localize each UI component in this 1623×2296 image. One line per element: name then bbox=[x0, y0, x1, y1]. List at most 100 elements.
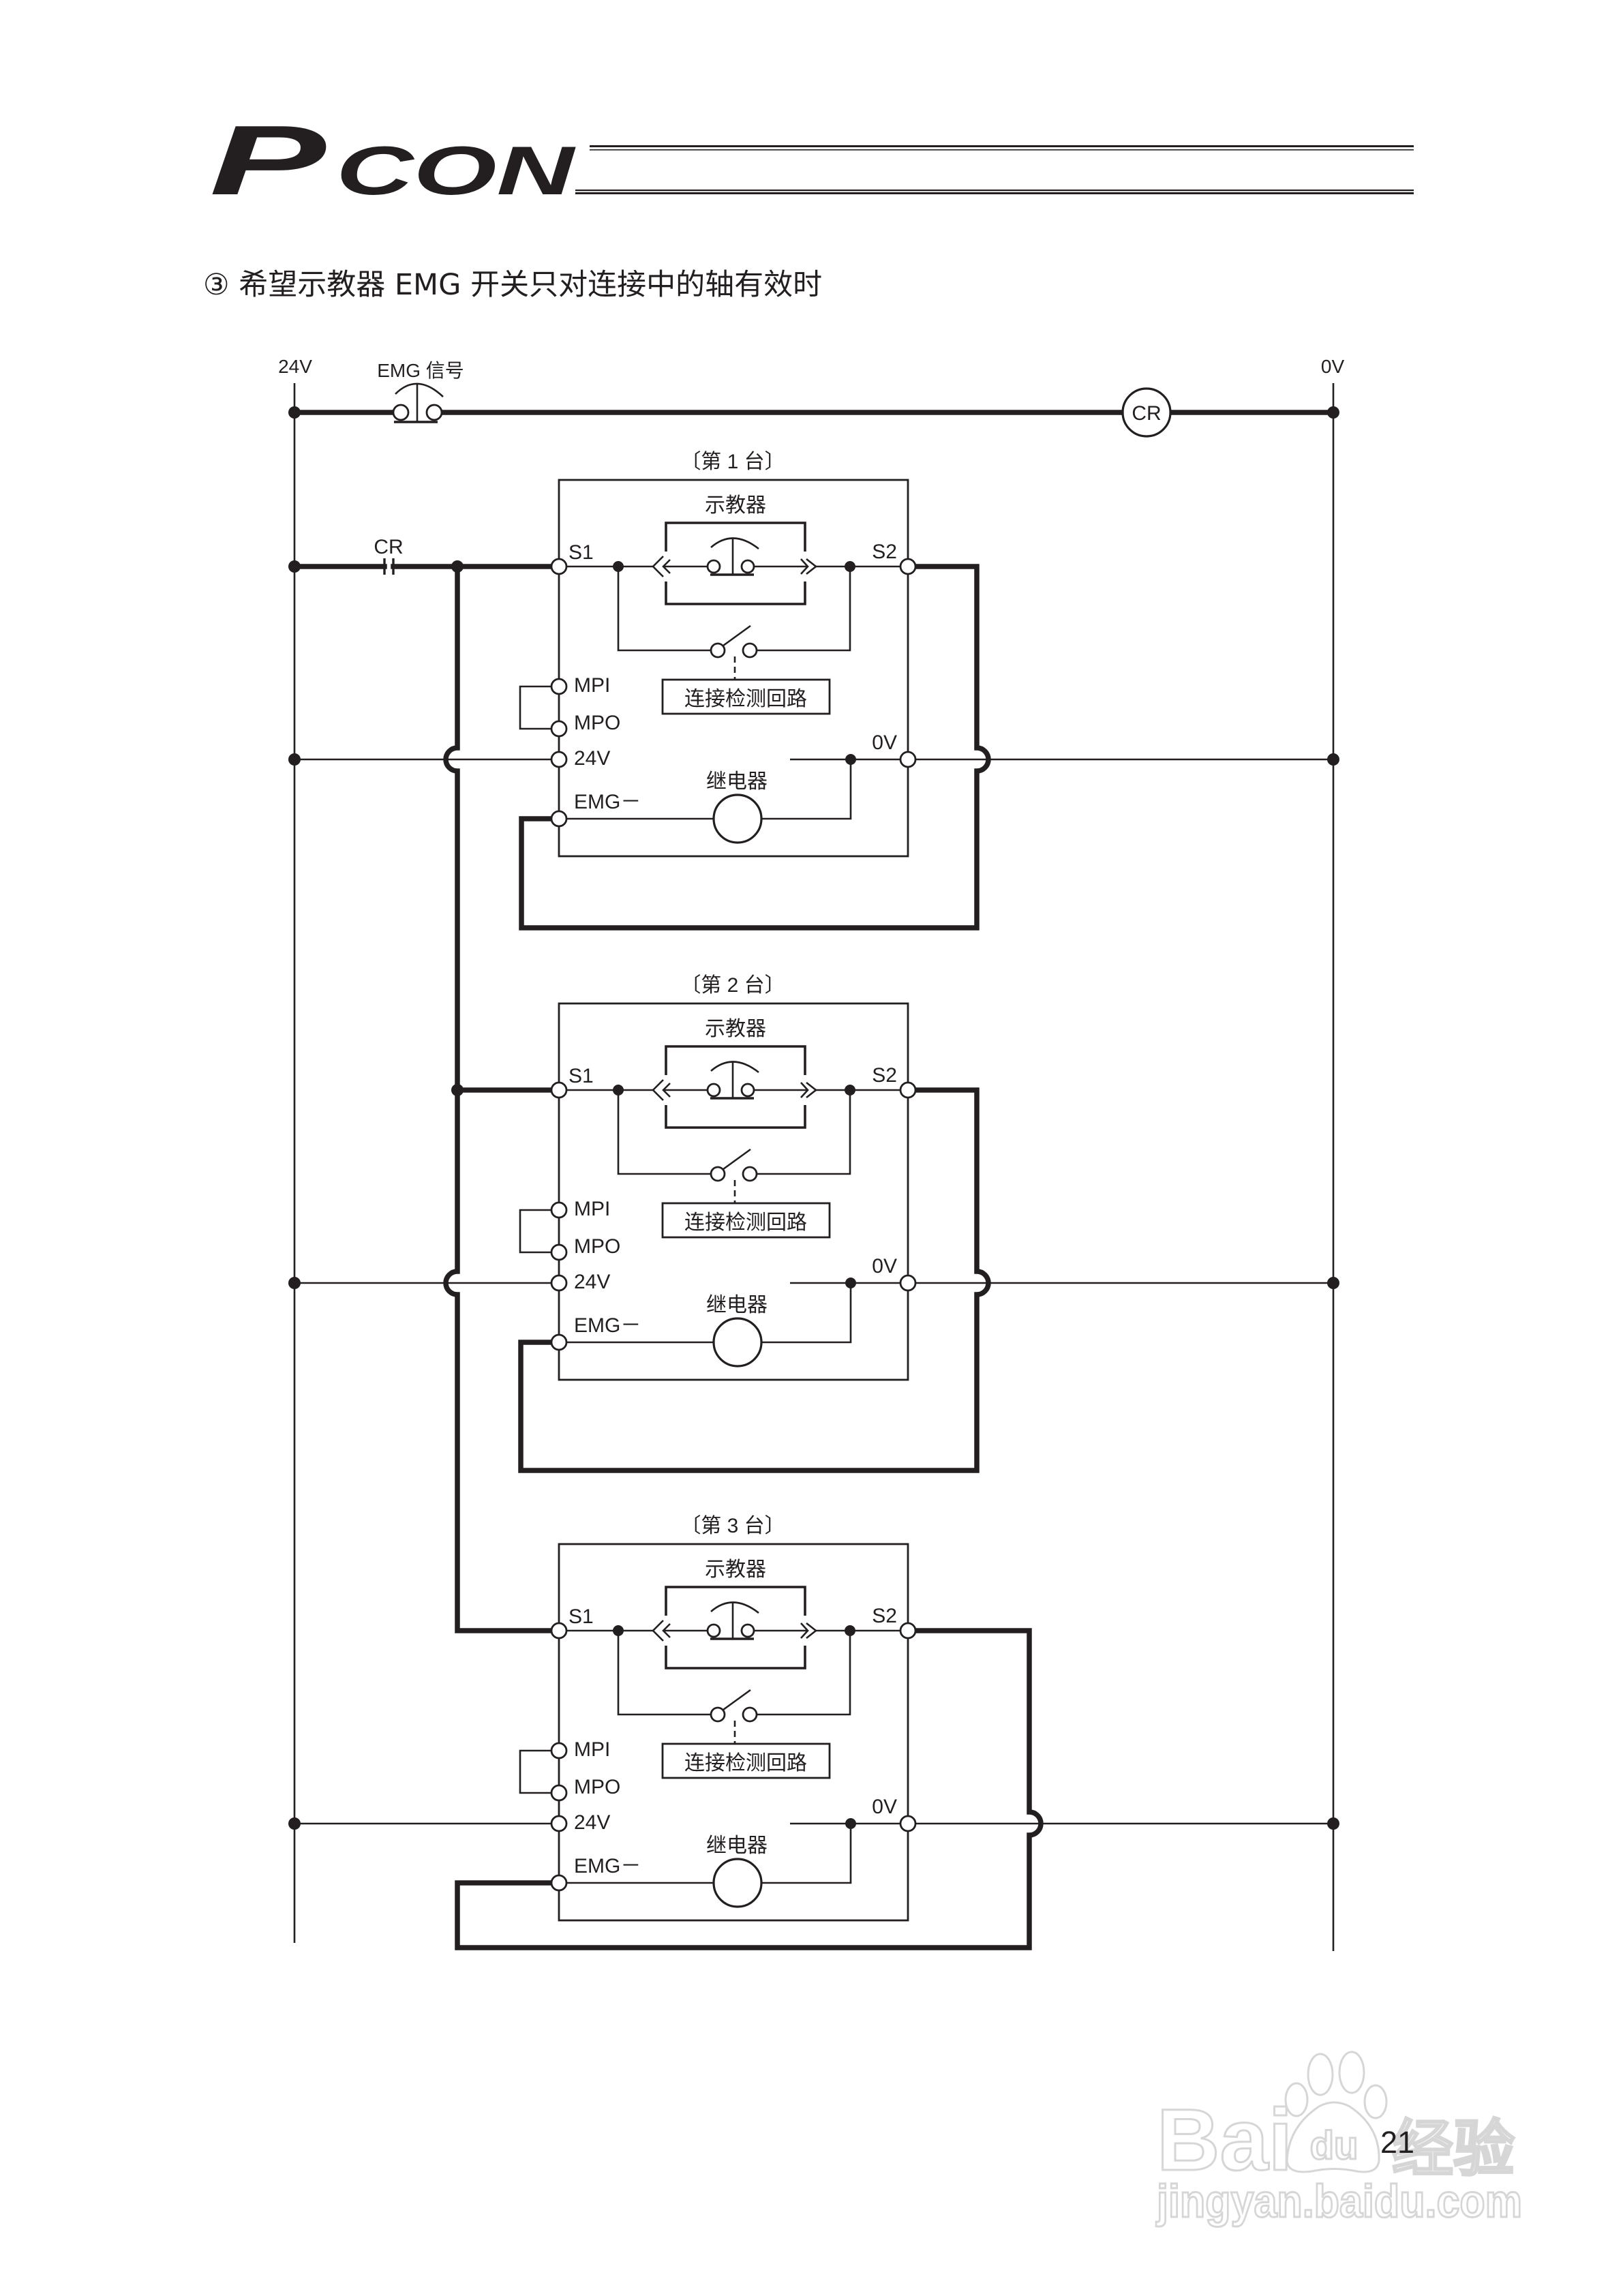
controller-box bbox=[558, 1002, 909, 1381]
junction-dot bbox=[613, 561, 624, 572]
paw-toe bbox=[1307, 2053, 1334, 2096]
terminal-s2 bbox=[899, 1622, 917, 1640]
terminal-v24 bbox=[550, 751, 568, 768]
relay-label: 继电器 bbox=[706, 770, 768, 793]
connector-left-icon bbox=[652, 1079, 671, 1101]
terminal-label-emg: EMG－ bbox=[574, 791, 641, 813]
emg-signal-label: EMG 信号 bbox=[377, 360, 464, 381]
cr-coil-circle bbox=[1121, 387, 1172, 438]
pendant-emg-button-icon bbox=[706, 1061, 759, 1100]
button-arc bbox=[710, 537, 759, 550]
detect-circuit-box bbox=[661, 678, 831, 715]
terminal-s1 bbox=[550, 1081, 568, 1099]
relay-label: 继电器 bbox=[706, 1294, 768, 1316]
junction-dot bbox=[845, 1278, 856, 1288]
header-rule-bottom-thin bbox=[575, 190, 1414, 192]
relay-coil-icon bbox=[712, 1858, 763, 1908]
connector-right-icon bbox=[800, 558, 818, 575]
paw-icon bbox=[1284, 2051, 1388, 2173]
relay-coil-icon bbox=[712, 1317, 763, 1368]
bypass-wire bbox=[617, 1631, 851, 1716]
junction-dot bbox=[288, 1817, 301, 1830]
terminal-label-mpo: MPO bbox=[574, 1776, 620, 1798]
terminal-emg bbox=[550, 810, 568, 828]
logo-con: CON bbox=[336, 133, 576, 209]
controller-box bbox=[558, 1543, 909, 1922]
paw-toe bbox=[1363, 2084, 1388, 2119]
junction-dot bbox=[613, 1625, 624, 1636]
teach-pendant-box bbox=[665, 1045, 806, 1129]
teach-pendant-label: 示教器 bbox=[705, 1018, 766, 1040]
bypass-contact-right bbox=[742, 1706, 758, 1723]
terminal-label-mpo: MPO bbox=[574, 712, 620, 734]
terminal-label-emg: EMG－ bbox=[574, 1314, 641, 1337]
terminal-v0 bbox=[899, 751, 917, 768]
button-contact-right bbox=[740, 1083, 755, 1098]
unit-title: 〔第 1 台〕 bbox=[680, 451, 785, 473]
junction-dot bbox=[845, 561, 855, 572]
header-rule-bottom-thick bbox=[575, 192, 1414, 194]
switch-arc bbox=[395, 382, 444, 397]
cr-coil-icon: CR bbox=[1121, 387, 1172, 438]
terminal-v0 bbox=[899, 1815, 917, 1832]
terminal-label-0v: 0V bbox=[872, 731, 897, 754]
junction-dot bbox=[845, 1085, 855, 1096]
relay-wire bbox=[559, 759, 852, 820]
terminal-v24 bbox=[550, 1274, 568, 1292]
cr-contact-icon bbox=[383, 558, 395, 575]
junction-dot bbox=[288, 1277, 301, 1289]
connector-right-icon bbox=[800, 1622, 818, 1640]
terminal-label-mpo: MPO bbox=[574, 1235, 620, 1258]
terminal-v24 bbox=[550, 1815, 568, 1832]
power-buses: 24V 0V bbox=[278, 356, 1344, 1951]
emg-signal-rail: EMG 信号 CR bbox=[288, 360, 1339, 438]
baidu-watermark: Bai du 经验 jingyan.baidu.com bbox=[1155, 2051, 1523, 2229]
connector-left-icon bbox=[652, 1620, 671, 1642]
paw-toe bbox=[1284, 2082, 1309, 2117]
bypass-wire bbox=[617, 567, 851, 652]
watermark-brand-cn: 经验 bbox=[1392, 2115, 1515, 2184]
switch-contact-left bbox=[392, 404, 410, 421]
relay-coil-icon bbox=[712, 794, 763, 844]
junction-dot bbox=[1327, 1817, 1339, 1830]
junction-dot bbox=[845, 754, 856, 765]
bypass-contact-left bbox=[710, 642, 726, 659]
cr-contact-label: CR bbox=[374, 536, 403, 558]
junction-dot bbox=[288, 406, 301, 419]
terminal-mpo bbox=[550, 1784, 568, 1802]
button-arc bbox=[710, 1061, 759, 1074]
teach-pendant-label: 示教器 bbox=[705, 494, 766, 517]
terminal-s1 bbox=[550, 1622, 568, 1640]
terminal-label-emg: EMG－ bbox=[574, 1855, 641, 1877]
terminal-label-s2: S2 bbox=[872, 1064, 897, 1087]
button-contact-left bbox=[706, 1623, 721, 1638]
button-contact-right bbox=[740, 1623, 755, 1638]
terminal-label-24v: 24V bbox=[574, 1271, 610, 1293]
terminal-label-24v: 24V bbox=[574, 1811, 610, 1834]
terminal-s2 bbox=[899, 1081, 917, 1099]
junction-dot bbox=[288, 560, 301, 573]
terminal-label-s1: S1 bbox=[568, 541, 594, 564]
watermark-url: jingyan.baidu.com bbox=[1155, 2175, 1522, 2227]
connector-left-icon bbox=[652, 556, 671, 577]
header-rule-top-thick bbox=[590, 145, 1414, 147]
mpi-mpo-jumper bbox=[519, 1209, 559, 1254]
detect-circuit-label: 连接检测回路 bbox=[684, 688, 807, 710]
cr-contact-rail: CR bbox=[288, 536, 562, 1633]
terminal-label-s2: S2 bbox=[872, 1605, 897, 1627]
terminal-label-s1: S1 bbox=[568, 1605, 594, 1628]
junction-dot bbox=[845, 1818, 856, 1829]
terminal-mpi bbox=[550, 1742, 568, 1759]
unit-title: 〔第 3 台〕 bbox=[680, 1515, 785, 1537]
junction-dot bbox=[1327, 406, 1339, 419]
terminal-label-mpi: MPI bbox=[574, 674, 610, 697]
section-title: ③ 希望示教器 EMG 开关只对连接中的轴有效时 bbox=[203, 268, 822, 302]
bypass-wire bbox=[617, 1090, 851, 1175]
emg-signal-switch-icon bbox=[392, 382, 444, 423]
button-contact-left bbox=[706, 1083, 721, 1098]
terminal-mpi bbox=[550, 678, 568, 695]
s2-to-emg-loop-wire bbox=[518, 1087, 991, 1473]
terminal-s2 bbox=[899, 558, 917, 575]
